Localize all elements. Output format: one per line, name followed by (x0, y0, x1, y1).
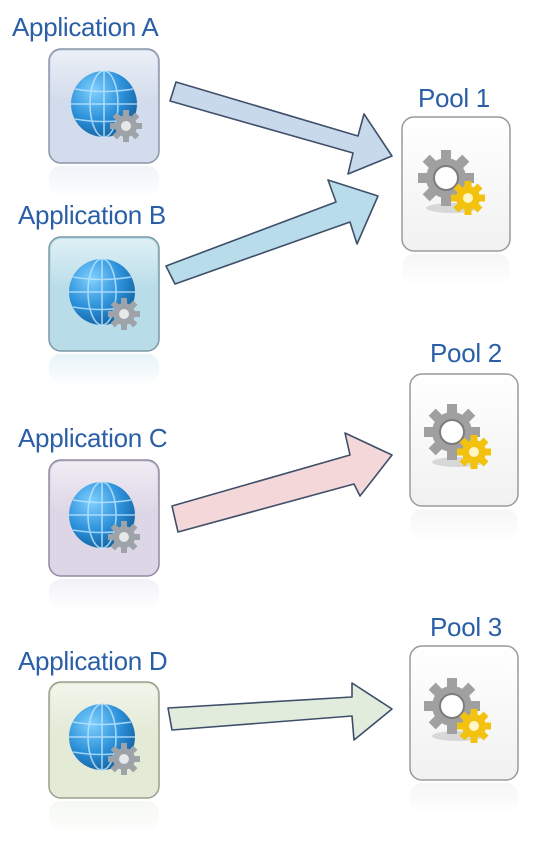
pool-2-tile (406, 373, 522, 543)
pool-1-label: Pool 1 (418, 83, 490, 113)
pool-3-tile (406, 645, 522, 817)
application-a-label: Application A (12, 12, 159, 42)
arrow-a-to-pool-1 (169, 81, 393, 175)
arrow-d-to-pool-3 (167, 682, 393, 741)
pool-3-label: Pool 3 (430, 612, 502, 642)
application-d-label: Application D (18, 646, 168, 676)
arrow-b-to-pool-1 (165, 179, 379, 285)
pool-2-label: Pool 2 (430, 338, 502, 368)
application-a-tile (45, 48, 165, 200)
application-b-tile (45, 236, 165, 388)
pool-1-tile (398, 116, 514, 288)
application-d-tile (45, 681, 165, 835)
application-c-tile (45, 459, 165, 613)
application-c-label: Application C (18, 423, 168, 453)
application-b-label: Application B (18, 200, 166, 230)
arrow-c-to-pool-2 (171, 432, 393, 533)
